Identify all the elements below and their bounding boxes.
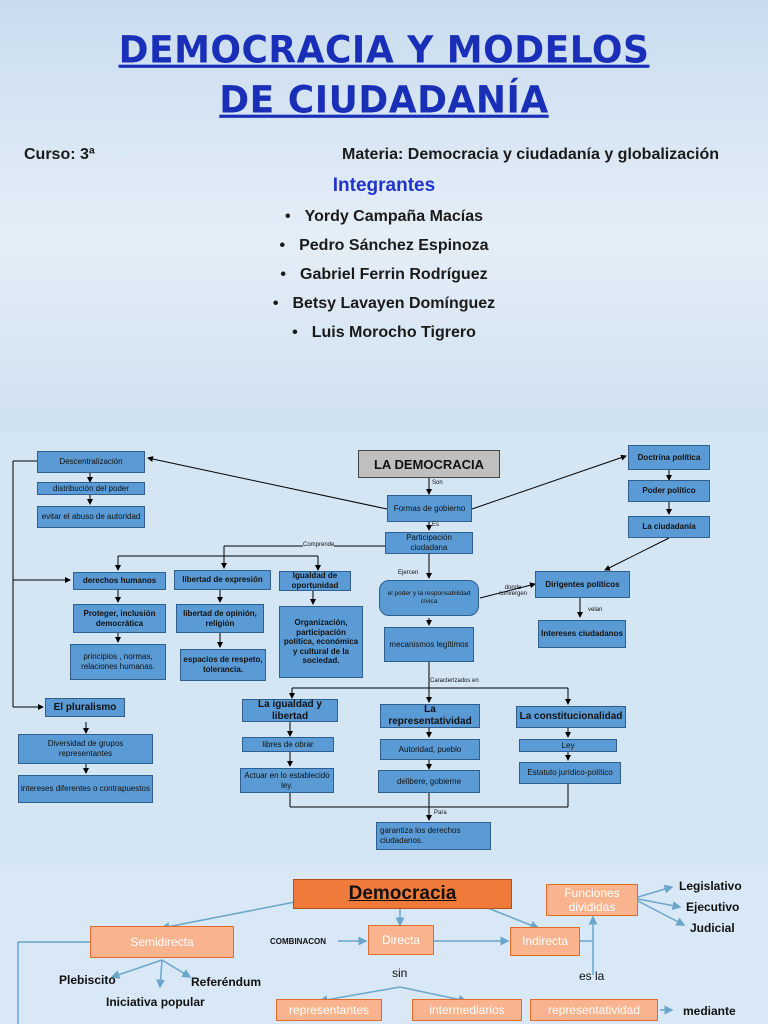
actuar-box: Actuar en lo establecido ley. bbox=[240, 768, 334, 793]
descentralizacion-box: Descentralización bbox=[37, 451, 145, 473]
legislativo-label: Legislativo bbox=[679, 879, 742, 893]
ejecutivo-label: Ejecutivo bbox=[686, 900, 740, 914]
representatividad-box: La representatividad bbox=[380, 704, 480, 728]
slide-title-line2: DE CIUDADANÍA bbox=[219, 78, 549, 123]
organizacion-box: Organización, participación política, ec… bbox=[279, 606, 363, 678]
connector-lines bbox=[17, 884, 686, 1024]
mediante-label: mediante bbox=[683, 1004, 736, 1018]
poder-responsabilidad-box: el poder y la responsabilidad cívica bbox=[379, 580, 479, 616]
member-item: •Betsy Lavayen Domínguez bbox=[272, 295, 496, 312]
donde-convergen-label: donde convergen bbox=[498, 585, 528, 597]
intereses-ciudadanos-box: Intereses ciudadanos bbox=[538, 620, 626, 648]
integrantes-heading: Integrantes bbox=[332, 175, 436, 196]
democracy-types-slide: Democracia Semidirecta COMBINACON Direct… bbox=[0, 865, 768, 1024]
intereses-diferentes-box: intereses diferentes o contrapuestos bbox=[18, 775, 153, 803]
libertad-opinion-box: libertad de opinión, religión bbox=[176, 604, 264, 633]
formas-gobierno-box: Formas de gobierno bbox=[387, 495, 472, 522]
estatuto-box: Estatuto jurídico-político bbox=[519, 762, 621, 784]
directa-box: Directa bbox=[368, 925, 434, 955]
combinacion-label: COMBINACON bbox=[270, 937, 326, 946]
distribucion-box: distribución del poder bbox=[37, 482, 145, 495]
libres-obrar-box: libres de obrar bbox=[242, 737, 334, 752]
igualdad-oportunidad-box: Igualdad de oportunidad bbox=[279, 571, 351, 591]
sin-label: sin bbox=[392, 966, 408, 980]
la-democracia-box: LA DEMOCRACIA bbox=[358, 450, 500, 478]
representatividad-box: representatividad bbox=[530, 999, 658, 1021]
member-item: •Pedro Sánchez Espinoza bbox=[279, 237, 489, 254]
title-slide: DEMOCRACIA Y MODELOS DE CIUDADANÍA Curso… bbox=[0, 0, 768, 432]
para-label: Para bbox=[434, 810, 447, 816]
garantiza-box: garantiza los derechos ciudadanos. bbox=[376, 822, 491, 850]
member-item: •Luis Morocho Tigrero bbox=[292, 324, 476, 341]
intermediarios-box: intermediarios bbox=[412, 999, 522, 1021]
es-la-label: es la bbox=[579, 969, 605, 983]
iniciativa-label: Iniciativa popular bbox=[106, 995, 205, 1009]
representantes-box: representantes bbox=[276, 999, 382, 1021]
evitar-abuso-box: evitar el abuso de autoridad bbox=[37, 506, 145, 528]
participacion-box: Participación ciudadana bbox=[385, 532, 473, 554]
espacios-box: espacios de respeto, tolerancia. bbox=[180, 649, 266, 681]
member-item: •Yordy Campaña Macías bbox=[284, 208, 484, 225]
diversidad-box: Diversidad de grupos representantes bbox=[18, 734, 153, 764]
libertad-expresion-box: libertad de expresión bbox=[174, 570, 271, 590]
constitucionalidad-box: La constitucionalidad bbox=[516, 706, 626, 728]
autoridad-pueblo-box: Autoridad, pueblo bbox=[380, 739, 480, 760]
materia-label: Materia: Democracia y ciudadanía y globa… bbox=[342, 146, 720, 163]
funciones-divididas-box: Funciones divididas bbox=[546, 884, 638, 916]
son-label: Son bbox=[432, 480, 443, 486]
indirecta-box: Indirecta bbox=[510, 927, 580, 956]
mecanismos-box: mecanismos legítimos bbox=[384, 627, 474, 662]
democracia-box: Democracia bbox=[293, 879, 512, 909]
proteger-box: Proteger, inclusión democrática bbox=[73, 604, 166, 633]
dirigentes-box: Dirigentes políticos bbox=[535, 571, 630, 598]
referendum-label: Referéndum bbox=[191, 975, 262, 989]
igualdad-libertad-box: La igualdad y libertad bbox=[242, 699, 338, 722]
es-label: Es bbox=[432, 522, 440, 528]
ciudadania-box: La ciudadanía bbox=[628, 516, 710, 538]
poder-politico-box: Poder político bbox=[628, 480, 710, 502]
delibere-box: delibere, gobierne bbox=[378, 770, 480, 793]
semidirecta-box: Semidirecta bbox=[90, 926, 234, 958]
ejercen-label: Ejercen bbox=[398, 570, 419, 576]
judicial-label: Judicial bbox=[690, 921, 735, 935]
velan-label: velan bbox=[588, 607, 603, 613]
member-item: •Gabriel Ferrin Rodríguez bbox=[280, 266, 488, 283]
ley-box: Ley bbox=[519, 739, 617, 752]
plebiscito-label: Plebiscito bbox=[59, 973, 116, 987]
curso-label: Curso: 3ª bbox=[24, 146, 95, 163]
caracterizados-label: Caracterizados en bbox=[430, 678, 479, 684]
comprende-label: Comprende bbox=[303, 542, 335, 548]
doctrina-politica-box: Doctrina política bbox=[628, 445, 710, 470]
concept-map-slide: LA DEMOCRACIA Son Formas de gobierno Es … bbox=[0, 432, 768, 865]
principios-box: principios , normas, relaciones humanas. bbox=[70, 644, 166, 680]
slide-title-line1: DEMOCRACIA Y MODELOS bbox=[118, 28, 650, 73]
pluralismo-box: El pluralismo bbox=[45, 698, 125, 717]
derechos-humanos-box: derechos humanos bbox=[73, 572, 166, 590]
